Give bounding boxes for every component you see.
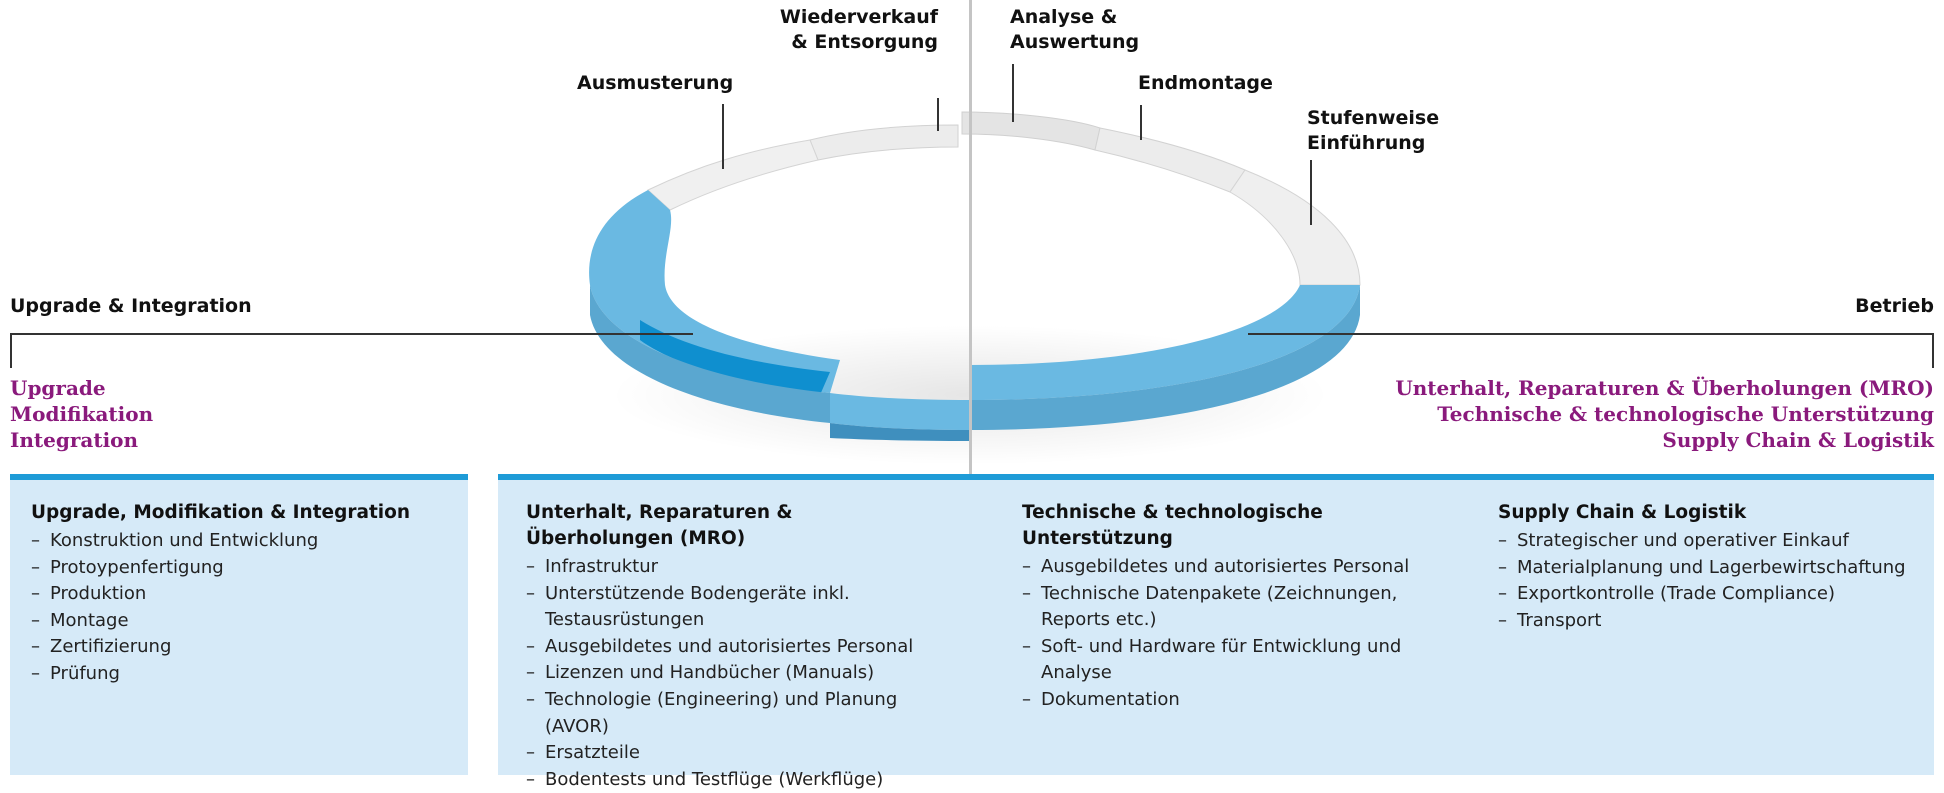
phase-label-line: Wiederverkauf — [779, 6, 938, 28]
leader-wiederverkauf — [937, 98, 939, 131]
list-item: Infrastruktur — [526, 554, 966, 581]
list-item: Konstruktion und Entwicklung — [31, 528, 451, 555]
left-service: Integration — [10, 428, 139, 452]
leader-analyse — [1012, 64, 1014, 122]
list-item: Ausgebildetes und autorisiertes Personal — [526, 634, 966, 661]
list-item: Materialplanung und Lagerbewirtschaftung — [1498, 555, 1928, 582]
phase-label-line: Auswertung — [1010, 31, 1140, 53]
panel-column-upgrade: Upgrade, Modifikation & Integration Kons… — [31, 500, 451, 688]
right-service: Unterhalt, Reparaturen & Überholungen (M… — [1395, 376, 1934, 400]
panel-title-line: Upgrade, Modifikation & Integration — [31, 502, 411, 523]
right-services: Unterhalt, Reparaturen & Überholungen (M… — [1395, 375, 1934, 453]
ring-segment-upgrade-active — [640, 320, 830, 395]
right-service: Supply Chain & Logistik — [1662, 428, 1934, 452]
list-item: Technische Datenpakete (Zeichnungen, Rep… — [1022, 581, 1411, 634]
panel-list: Konstruktion und Entwicklung Protoypenfe… — [31, 528, 451, 688]
center-divider — [969, 0, 972, 775]
leader-einfuehrung — [1310, 160, 1312, 225]
panel-betrieb: Unterhalt, Reparaturen & Überholungen (MR… — [498, 474, 1934, 790]
phase-label-line: Analyse & — [1010, 6, 1118, 28]
panel-list: Infrastruktur Unterstützende Bodengeräte… — [526, 554, 966, 793]
left-service: Upgrade — [10, 376, 106, 400]
phase-label-analyse: Analyse & Auswertung — [1010, 5, 1139, 55]
list-item: Dokumentation — [1022, 687, 1472, 714]
list-item: Prüfung — [31, 661, 451, 688]
panel-title: Supply Chain & Logistik — [1498, 500, 1928, 526]
leader-ausmusterung — [722, 104, 724, 169]
phase-label-line: Stufenweise — [1307, 107, 1440, 129]
left-services: Upgrade Modifikation Integration — [10, 375, 153, 453]
right-service: Technische & technologische Unterstützun… — [1437, 402, 1934, 426]
panel-column-mro: Unterhalt, Reparaturen & Überholungen (MR… — [526, 500, 966, 793]
leader-upgrade-tick — [10, 333, 12, 368]
list-item: Technologie (Engineering) und Planung (A… — [526, 687, 966, 740]
list-item: Ersatzteile — [526, 740, 966, 767]
list-item: Protoypenfertigung — [31, 555, 451, 582]
panel-title: Unterhalt, Reparaturen & Überholungen (MR… — [526, 500, 966, 552]
phase-label-upgrade: Upgrade & Integration — [10, 295, 252, 317]
panel-title-line: Unterstützung — [1022, 528, 1173, 549]
lifecycle-ring — [589, 111, 1361, 465]
list-item: Transport — [1498, 608, 1928, 635]
phase-label-betrieb: Betrieb — [1855, 295, 1934, 317]
left-service: Modifikation — [10, 402, 154, 426]
phase-label-wiederverkauf: Wiederverkauf & Entsorgung — [730, 5, 938, 55]
leader-upgrade — [10, 333, 693, 335]
list-item: Soft- und Hardware für Entwicklung und A… — [1022, 634, 1472, 687]
phase-label-line: & Entsorgung — [791, 31, 938, 53]
list-item: Lizenzen und Handbücher (Manuals) — [526, 660, 966, 687]
panel-list: Ausgebildetes und autorisiertes Personal… — [1022, 554, 1472, 714]
list-item: Exportkontrolle (Trade Compliance) — [1498, 581, 1928, 608]
phase-label-endmontage: Endmontage — [1138, 72, 1273, 94]
panel-column-supply: Supply Chain & Logistik Strategischer un… — [1498, 500, 1928, 634]
list-item: Produktion — [31, 581, 451, 608]
panel-title-line: Technische & technologische — [1022, 502, 1323, 523]
list-item: Unterstützende Bodengeräte inkl. Testaus… — [526, 581, 875, 634]
panel-title-line: Unterhalt, Reparaturen & — [526, 502, 793, 523]
panel-title-line: Überholungen (MRO) — [526, 528, 746, 549]
ring-segment-wiederverkauf — [809, 124, 959, 161]
ring-segment-endmontage — [1094, 127, 1246, 193]
ring-segment-bottom — [830, 393, 970, 430]
phase-label-ausmusterung: Ausmusterung — [577, 72, 734, 94]
leader-betrieb — [1248, 333, 1934, 335]
phase-label-einfuehrung: Stufenweise Einführung — [1307, 106, 1439, 156]
ring-segment-ausmusterung — [647, 139, 819, 211]
ring-segments — [589, 111, 1361, 441]
list-item: Bodentests und Testflüge (Werkflüge) — [526, 767, 966, 793]
ring-segment-betrieb — [970, 285, 1360, 400]
list-item: Montage — [31, 608, 451, 635]
list-item: Ausgebildetes und autorisiertes Personal — [1022, 554, 1472, 581]
ring-segment-einfuehrung — [1229, 169, 1361, 286]
leader-betrieb-tick — [1932, 333, 1934, 368]
panel-title-line: Supply Chain & Logistik — [1498, 502, 1747, 523]
ring-segment-analyse — [961, 111, 1101, 151]
list-item: Strategischer und operativer Einkauf — [1498, 528, 1928, 555]
leader-endmontage — [1140, 105, 1142, 140]
panel-title: Upgrade, Modifikation & Integration — [31, 500, 451, 526]
panel-list: Strategischer und operativer Einkauf Mat… — [1498, 528, 1928, 634]
list-item: Zertifizierung — [31, 634, 451, 661]
panel-upgrade: Upgrade, Modifikation & Integration Kons… — [10, 474, 468, 775]
phase-label-line: Einführung — [1307, 132, 1426, 154]
